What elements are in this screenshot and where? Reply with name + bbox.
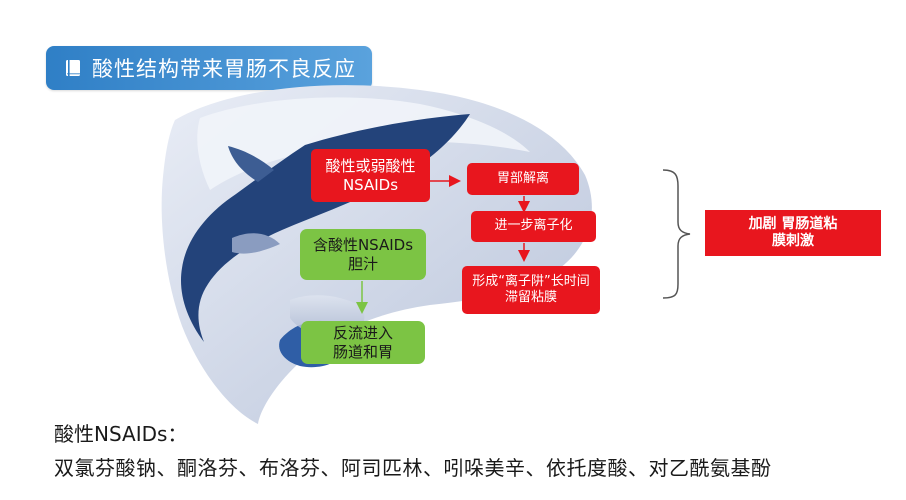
section-title-banner: 酸性结构带来胃肠不良反应 [46,46,372,90]
acidic-nsaids-label: 酸性NSAIDs： [54,422,188,446]
ion-trap-box: 形成“离子阱”长时间滞留粘膜 [462,266,600,314]
drug-list: 双氯芬酸钠、酮洛芬、布洛芬、阿司匹林、吲哚美辛、依托度酸、对乙酰氨基酚 [54,456,772,480]
curly-brace [662,169,691,299]
section-title: 酸性结构带来胃肠不良反应 [92,57,356,81]
gastric-dissociation-box: 胃部解离 [467,163,579,195]
reflux-box: 反流进入 肠道和胃 [301,321,425,364]
further-ionization-box: 进一步离子化 [471,211,596,242]
acidic-nsaids-box: 酸性或弱酸性 NSAIDs [311,149,430,202]
result-box: 加剧 胃肠道粘膜刺激 [705,210,881,256]
bile-box: 含酸性NSAIDs胆汁 [300,229,426,280]
book-icon [66,60,80,76]
